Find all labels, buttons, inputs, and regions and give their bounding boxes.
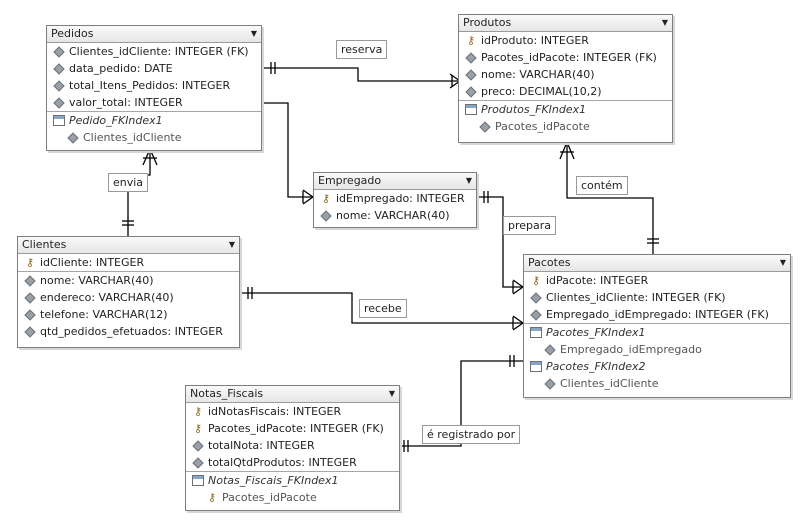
index-name: Pedido_FKIndex1 <box>69 114 163 127</box>
table-index-icon <box>192 475 204 486</box>
column: idCliente: INTEGER <box>40 256 145 269</box>
key-icon: ⚷ <box>321 192 331 205</box>
column: Clientes_idCliente: INTEGER (FK) <box>546 291 726 304</box>
diamond-icon <box>465 85 477 98</box>
table-index-icon <box>53 115 65 126</box>
diamond-icon <box>465 68 477 81</box>
relationship-label-envia[interactable]: envia <box>108 173 149 192</box>
diamond-icon <box>544 377 556 390</box>
diamond-icon <box>192 439 204 452</box>
relationship-label-registrado[interactable]: é registrado por <box>422 425 521 444</box>
column: nome: VARCHAR(40) <box>40 274 154 287</box>
relationship-label-prepara[interactable]: prepara <box>503 216 557 235</box>
diamond-icon <box>530 308 542 321</box>
diamond-icon <box>53 62 65 75</box>
dropdown-arrow-icon[interactable]: ▼ <box>228 240 235 249</box>
diamond-icon <box>530 291 542 304</box>
column: Clientes_idCliente: INTEGER (FK) <box>69 45 249 58</box>
line-prepara <box>475 196 523 288</box>
key-icon: ⚷ <box>466 34 476 47</box>
index-name: Notas_Fiscais_FKIndex1 <box>208 474 339 487</box>
table-index-icon <box>465 104 477 115</box>
table-index-icon <box>530 361 542 372</box>
dropdown-arrow-icon[interactable]: ▼ <box>465 176 472 185</box>
entity-pacotes[interactable]: Pacotes ▼ ⚷ idPacote: INTEGER Clientes_id… <box>523 254 791 398</box>
column: data_pedido: DATE <box>69 62 173 75</box>
diamond-icon <box>67 131 79 144</box>
diamond-icon <box>24 274 36 287</box>
dropdown-arrow-icon[interactable]: ▼ <box>250 29 257 38</box>
diamond-icon <box>544 343 556 356</box>
line-pedidos-empregado <box>260 102 313 198</box>
entity-title[interactable]: Notas_Fiscais ▼ <box>186 386 399 403</box>
column: Pacotes_idPacote: INTEGER (FK) <box>208 422 384 435</box>
column: total_Itens_Pedidos: INTEGER <box>69 79 231 92</box>
diamond-icon <box>53 79 65 92</box>
index-name: Pacotes_FKIndex2 <box>546 360 646 373</box>
diamond-icon <box>24 291 36 304</box>
relationship-label-reserva[interactable]: reserva <box>336 40 388 59</box>
column: preco: DECIMAL(10,2) <box>481 85 602 98</box>
diamond-icon <box>320 209 332 222</box>
column: Pacotes_idPacote: INTEGER (FK) <box>481 51 657 64</box>
line-registrado <box>398 360 523 447</box>
entity-notas-fiscais[interactable]: Notas_Fiscais ▼ ⚷ idNotasFiscais: INTEGER… <box>185 385 400 511</box>
column: idEmpregado: INTEGER <box>336 192 465 205</box>
column: endereco: VARCHAR(40) <box>40 291 174 304</box>
entity-title[interactable]: Clientes ▼ <box>18 237 239 254</box>
relationship-label-recebe[interactable]: recebe <box>359 299 407 318</box>
key-icon: ⚷ <box>207 491 217 504</box>
key-icon: ⚷ <box>25 256 35 269</box>
line-recebe <box>238 292 523 324</box>
diamond-icon <box>24 325 36 338</box>
column: Empregado_idEmpregado: INTEGER (FK) <box>546 308 769 321</box>
entity-title[interactable]: Pedidos ▼ <box>47 26 261 43</box>
dropdown-arrow-icon[interactable]: ▼ <box>388 389 395 398</box>
line-envia <box>127 149 151 236</box>
index-name: Pacotes_FKIndex1 <box>546 326 646 339</box>
line-contem <box>566 142 654 254</box>
column: idPacote: INTEGER <box>546 274 649 287</box>
index-name: Produtos_FKIndex1 <box>481 103 587 116</box>
column: valor_total: INTEGER <box>69 96 183 109</box>
column: telefone: VARCHAR(12) <box>40 308 168 321</box>
index-column: Clientes_idCliente <box>560 377 659 390</box>
column: nome: VARCHAR(40) <box>481 68 595 81</box>
dropdown-arrow-icon[interactable]: ▼ <box>661 18 668 27</box>
index-column: Pacotes_idPacote <box>495 120 590 133</box>
key-icon: ⚷ <box>193 422 203 435</box>
column: totalQtdProdutos: INTEGER <box>208 456 357 469</box>
line-reserva <box>260 67 460 82</box>
key-icon: ⚷ <box>193 405 203 418</box>
entity-empregado[interactable]: Empregado ▼ ⚷ idEmpregado: INTEGER nome: … <box>313 172 477 228</box>
entity-clientes[interactable]: Clientes ▼ ⚷ idCliente: INTEGER nome: VAR… <box>17 236 240 348</box>
column: qtd_pedidos_efetuados: INTEGER <box>40 325 223 338</box>
diamond-icon <box>192 456 204 469</box>
index-column: Clientes_idCliente <box>83 131 182 144</box>
entity-pedidos[interactable]: Pedidos ▼ Clientes_idCliente: INTEGER (F… <box>46 25 262 151</box>
entity-title[interactable]: Produtos ▼ <box>459 15 672 32</box>
diamond-icon <box>53 96 65 109</box>
table-index-icon <box>530 327 542 338</box>
entity-title[interactable]: Pacotes ▼ <box>524 255 790 272</box>
column: nome: VARCHAR(40) <box>336 209 450 222</box>
column: idNotasFiscais: INTEGER <box>208 405 342 418</box>
index-column: Pacotes_idPacote <box>222 491 317 504</box>
column: idProduto: INTEGER <box>481 34 589 47</box>
diamond-icon <box>24 308 36 321</box>
relationship-label-contem[interactable]: contém <box>576 176 628 195</box>
column: totalNota: INTEGER <box>208 439 315 452</box>
key-icon: ⚷ <box>531 274 541 287</box>
diamond-icon <box>479 120 491 133</box>
diamond-icon <box>53 45 65 58</box>
entity-title[interactable]: Empregado ▼ <box>314 173 476 190</box>
entity-produtos[interactable]: Produtos ▼ ⚷ idProduto: INTEGER Pacotes_i… <box>458 14 673 143</box>
index-column: Empregado_idEmpregado <box>560 343 702 356</box>
dropdown-arrow-icon[interactable]: ▼ <box>779 258 786 267</box>
diamond-icon <box>465 51 477 64</box>
